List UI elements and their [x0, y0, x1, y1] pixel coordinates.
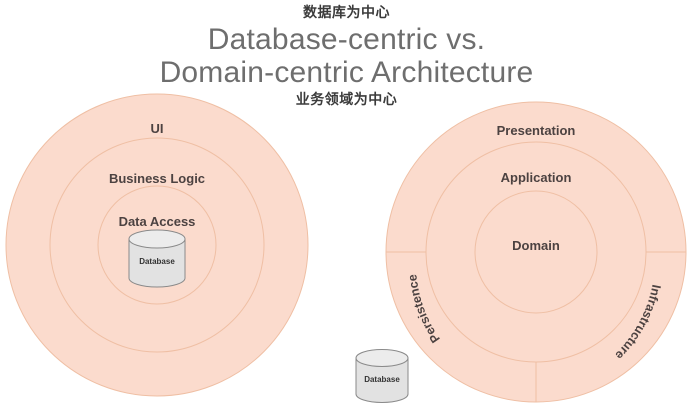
right-ring-outer-fill — [386, 102, 686, 402]
right-ring-label-presentation: Presentation — [497, 123, 576, 138]
left-cylinder-top — [128, 229, 186, 249]
external-cylinder-top — [355, 349, 409, 367]
left-database-cylinder: Database — [128, 229, 186, 288]
left-ring-inner-border — [97, 185, 217, 305]
left-ring-outer-border — [5, 93, 309, 397]
right-ring-inner-border — [474, 190, 598, 314]
right-ring-label-application: Application — [501, 170, 572, 185]
left-ring-label-business-logic: Business Logic — [109, 171, 205, 186]
left-cylinder-label: Database — [139, 257, 175, 266]
external-cylinder-label: Database — [364, 375, 400, 384]
left-ring-middle-border — [49, 137, 265, 353]
left-diagram-group: UI Business Logic Data Access Database — [5, 93, 309, 397]
left-ring-label-data-access: Data Access — [119, 214, 196, 229]
left-ring-label-ui: UI — [151, 121, 164, 136]
external-database-cylinder: Database — [355, 349, 409, 403]
external-cylinder-body — [355, 357, 409, 403]
right-ring-label-domain: Domain — [512, 238, 560, 253]
left-cylinder-body — [128, 238, 186, 288]
right-diagram-group: Presentation Application Domain Persiste… — [385, 101, 687, 403]
